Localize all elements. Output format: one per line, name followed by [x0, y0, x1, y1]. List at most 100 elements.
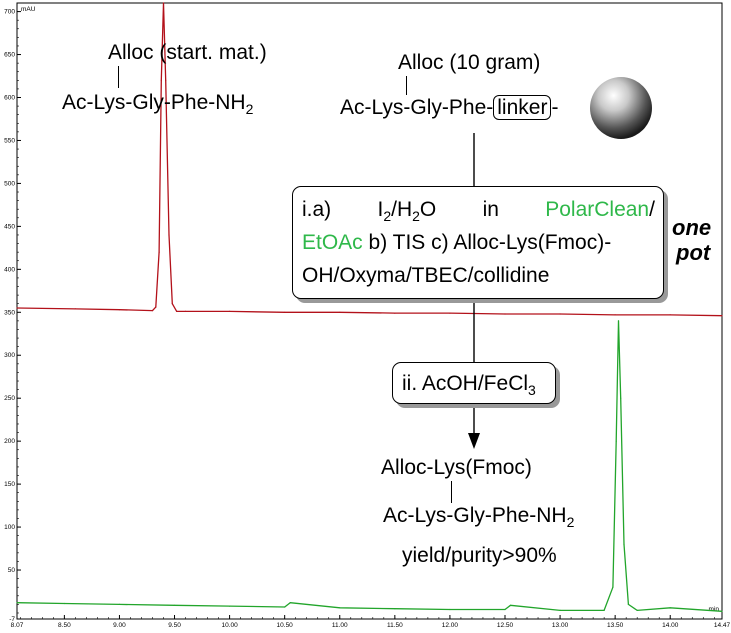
- trace-2-point: [449, 608, 451, 611]
- one-pot-line1: one: [672, 215, 712, 240]
- trace-1-point: [614, 314, 616, 316]
- y-tick-label: 600: [4, 95, 15, 102]
- trace-2-point: [612, 586, 614, 588]
- step1-word3: in: [482, 198, 499, 221]
- start-peptide-sub: 2: [245, 101, 254, 118]
- trace-1-point: [229, 310, 231, 312]
- step1-sub2: 2: [412, 208, 420, 225]
- yield-label: yield/purity>90%: [402, 544, 557, 567]
- trace-2-point: [669, 607, 671, 609]
- y-tick-label: 50: [8, 567, 16, 574]
- y-tick-label: 650: [4, 52, 15, 59]
- trace-1-point: [339, 311, 341, 313]
- plot-frame: [16, 2, 723, 620]
- start-peptide-prefix: Ac-Lys-G: [62, 91, 149, 114]
- trace-2-point: [339, 607, 341, 609]
- y-tick-label: -7: [9, 616, 15, 623]
- trace-1-point: [151, 310, 154, 312]
- trace-2: [16, 320, 723, 612]
- step1-sub1: 2: [383, 208, 392, 225]
- trace-2-point: [721, 610, 723, 612]
- trace-2-point: [229, 605, 231, 607]
- step1-word4: PolarClean/: [545, 199, 655, 223]
- x-tick-label: 10.50: [277, 622, 294, 629]
- x-tick-label: 14.47: [714, 622, 731, 629]
- product-peptide-chain: Ac-Lys-Gly-Phe-NH: [383, 504, 567, 527]
- step1-i: I: [377, 198, 384, 221]
- trace-2-point: [284, 606, 286, 608]
- trace-1-point: [16, 307, 18, 309]
- y-unit-label: mAU: [21, 6, 36, 13]
- start-material-label: Alloc (start. mat.): [108, 41, 267, 64]
- trace-2-point: [16, 602, 18, 604]
- x-tick-label: 12.00: [442, 622, 459, 629]
- trace-1-point: [504, 313, 506, 315]
- start-peptide-suffix: ly-Phe-NH: [148, 91, 246, 114]
- etoac-text: EtOAc: [302, 231, 363, 254]
- x-tick-label: 13.00: [552, 622, 569, 629]
- resin-bead-icon: [590, 77, 652, 139]
- step1-box: i.a) I2/H2O in PolarClean/ EtOAc b) TIS …: [292, 186, 664, 299]
- y-tick-label: 200: [4, 438, 15, 445]
- resin-alloc-label: Alloc (10 gram): [398, 51, 541, 74]
- trace-1-point: [449, 312, 451, 314]
- y-tick-label: 700: [4, 9, 15, 16]
- step2-sub: 3: [528, 382, 536, 399]
- product-peptide: Ac-Lys-Gly-Phe-NH2: [383, 505, 574, 529]
- trace-1-point: [394, 312, 396, 314]
- trace-1-point: [184, 310, 187, 312]
- trace-2-point: [617, 320, 620, 322]
- step1-line2: EtOAc b) TIS c) Alloc-Lys(Fmoc)-: [302, 232, 611, 253]
- x-tick-label: 9.00: [113, 622, 126, 629]
- trace-2-point: [559, 609, 561, 612]
- trace-1-point: [155, 306, 157, 308]
- step1-slash: /: [649, 198, 655, 221]
- y-tick-label: 550: [4, 137, 15, 144]
- step2-main: ii. AcOH/FeCl: [402, 372, 529, 395]
- start-peptide: Ac-Lys-Gly-Phe-NH2: [62, 92, 253, 116]
- trace-2-point: [504, 608, 506, 611]
- x-tick-label: 8.50: [58, 622, 71, 629]
- trace-1-point: [284, 311, 286, 313]
- step1-line1: i.a) I2/H2O in PolarClean/: [302, 199, 655, 223]
- x-tick-label: 14.00: [662, 622, 679, 629]
- step1-word1: i.a): [302, 198, 332, 221]
- trace-1-point: [669, 314, 671, 316]
- resin-bond-line: [406, 76, 407, 95]
- trace-1-point: [162, 2, 165, 4]
- y-tick-label: 300: [4, 352, 15, 359]
- trace-2-point: [636, 609, 638, 612]
- polarclean-text: PolarClean: [545, 198, 650, 221]
- y-tick-label: 250: [4, 395, 15, 402]
- trace-1-point: [74, 308, 76, 310]
- resin-peptide-chain: Ac-Lys-Gly-Phe-: [340, 96, 494, 119]
- x-tick-label: 11.00: [332, 622, 348, 629]
- arrow-head: [468, 433, 480, 449]
- resin-dash: -: [551, 96, 559, 119]
- product-bond-line: [451, 481, 452, 503]
- x-tick-label: 12.50: [497, 622, 514, 629]
- one-pot-label: one pot: [672, 215, 711, 266]
- one-pot-line2: pot: [676, 240, 711, 266]
- trace-1-point: [721, 315, 723, 317]
- x-tick-label: 8.07: [11, 622, 24, 629]
- trace-2-point: [173, 604, 176, 606]
- step2-box: ii. AcOH/FeCl3: [392, 362, 556, 404]
- trace-1-point: [171, 303, 173, 305]
- step1-o: O: [419, 198, 437, 221]
- y-tick-label: 400: [4, 266, 15, 273]
- trace-2-point: [394, 608, 396, 610]
- trace-1-point: [176, 310, 178, 312]
- step2-text: ii. AcOH/FeCl3: [402, 373, 536, 397]
- trace-1-point: [118, 309, 120, 311]
- step1-word2: I2/H2O: [377, 199, 436, 223]
- x-tick-label: 10.00: [221, 622, 238, 629]
- trace-2-point: [615, 440, 617, 442]
- x-tick-label: 9.50: [168, 622, 181, 629]
- trace-2-point: [623, 543, 625, 545]
- trace-2-point: [603, 609, 605, 612]
- trace-2-point: [289, 602, 291, 604]
- trace-1-point: [158, 251, 160, 253]
- product-peptide-sub: 2: [566, 514, 575, 531]
- step1-h: /H: [391, 198, 413, 221]
